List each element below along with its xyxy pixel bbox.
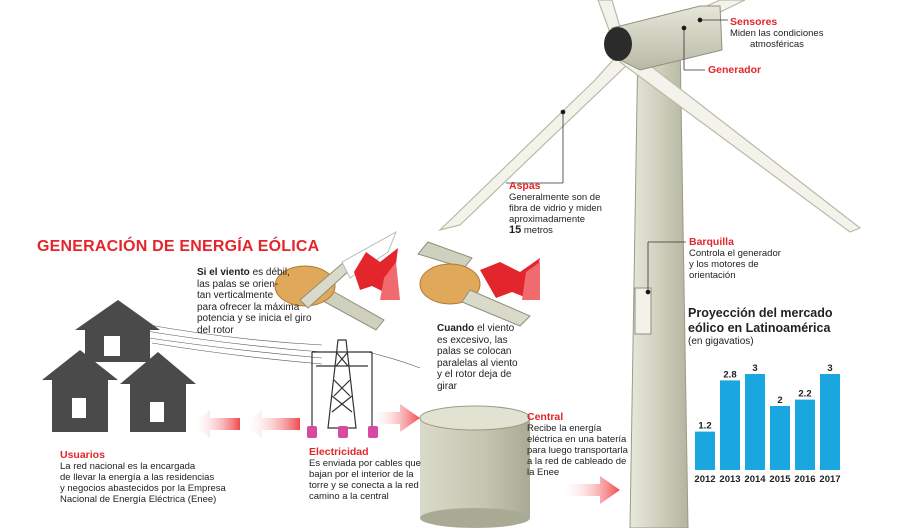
barquilla-text-2: y los motores de <box>689 259 759 270</box>
electricidad-l3: torre y se conecta a la red <box>309 480 419 491</box>
viento-debil-l6: del rotor <box>197 324 234 336</box>
bar-2013 <box>720 380 740 470</box>
central-l2: eléctrica en una batería <box>527 434 627 445</box>
bar-2014 <box>745 374 765 470</box>
label-usuarios: Usuarios La red nacional es la encargada… <box>60 449 260 505</box>
tick-label-2013: 2013 <box>719 474 740 485</box>
bar-2015 <box>770 406 790 470</box>
aspas-text-1: Generalmente son de <box>509 192 601 203</box>
label-sensores: Sensores Miden las condiciones atmosféri… <box>730 16 850 50</box>
turbine-nacelle <box>604 5 723 71</box>
viento-debil-l4: para ofrecer la máxima <box>197 301 300 313</box>
bar-value-label-2017: 3 <box>827 363 832 374</box>
label-central: Central Recibe la energía eléctrica en u… <box>527 411 647 478</box>
generador-heading: Generador <box>708 64 762 76</box>
chart-subtitle: (en gigavatios) <box>688 336 754 347</box>
tick-label-2016: 2016 <box>794 474 815 485</box>
viento-debil-l3: tan verticalmente <box>197 290 274 301</box>
usuarios-l4: Nacional de Energía Eléctrica (Enee) <box>60 494 217 505</box>
aspas-length-unit: metros <box>521 225 553 236</box>
bar-chart: 1.2 2012 2.8 2013 3 2014 2 2015 2.2 2016 3 2017 <box>694 363 840 485</box>
sensores-text-1: Miden las condiciones <box>730 28 824 39</box>
electricidad-l4: camino a la central <box>309 491 389 502</box>
central-l1: Recibe la energía <box>527 423 602 434</box>
power-lines <box>137 322 421 369</box>
blade-strong-wind <box>417 241 540 327</box>
tick-label-2014: 2014 <box>744 474 766 485</box>
viento-excesivo-l3: palas se colocan <box>437 346 512 357</box>
viento-excesivo-l6: girar <box>437 380 458 392</box>
usuarios-l2: de llevar la energía a las residencias <box>60 472 215 483</box>
electricidad-heading: Electricidad <box>309 446 369 458</box>
usuarios-l1: La red nacional es la encargada <box>60 461 196 472</box>
bar-2017 <box>820 374 840 470</box>
aspas-text-2: fibra de vidrio y miden <box>509 203 602 214</box>
label-barquilla: Barquilla Controla el generador y los mo… <box>689 236 799 281</box>
chart-header: Proyección del mercado eólico en Latinoa… <box>688 306 888 347</box>
usuarios-heading: Usuarios <box>60 449 105 461</box>
bar-value-label-2013: 2.8 <box>723 369 736 380</box>
barquilla-text-1: Controla el generador <box>689 248 781 259</box>
bar-2012 <box>695 431 715 470</box>
central-l3: para luego transportarla <box>527 445 628 456</box>
viento-debil-l1: es débil, <box>249 267 290 278</box>
bar-value-label-2014: 3 <box>752 363 757 374</box>
chart-title-2: eólico en Latinoamérica <box>688 321 831 335</box>
viento-excesivo-l5: y el rotor deja de <box>437 369 512 380</box>
chart-title-1: Proyección del mercado <box>688 306 833 320</box>
aspas-text-3: aproximadamente <box>509 214 586 225</box>
bar-value-label-2015: 2 <box>777 395 782 406</box>
label-aspas: Aspas Generalmente son de fibra de vidri… <box>509 180 619 236</box>
bar-value-label-2016: 2.2 <box>798 389 811 400</box>
tick-label-2012: 2012 <box>694 474 715 485</box>
sensores-text-2: atmosféricas <box>750 39 804 50</box>
central-cylinder <box>419 405 531 528</box>
viento-debil-l5: potencia y se inicia el giro <box>197 313 312 324</box>
tick-label-2017: 2017 <box>819 474 840 485</box>
central-heading: Central <box>527 411 564 423</box>
pylon-insulators <box>307 426 378 438</box>
viento-excesivo-l1: el viento <box>474 323 515 334</box>
barquilla-heading: Barquilla <box>689 236 734 248</box>
blade-weak-wind <box>274 230 400 331</box>
usuarios-l3: y negocios abastecidos por la Empresa <box>60 483 226 494</box>
bar-value-label-2012: 1.2 <box>698 421 711 432</box>
label-electricidad: Electricidad Es enviada por cables que b… <box>309 446 434 502</box>
label-viento-excesivo: Cuando el viento es excesivo, las palas … <box>437 323 537 392</box>
viento-excesivo-l2: es excesivo, las <box>437 334 508 346</box>
viento-debil-bold: Si el viento <box>197 267 250 278</box>
flow-arrows <box>192 404 620 504</box>
sensores-heading: Sensores <box>730 16 778 28</box>
label-viento-debil: Si el viento es débil, las palas se orie… <box>197 267 337 336</box>
barquilla-text-3: orientación <box>689 270 736 281</box>
electricidad-l1: Es enviada por cables que <box>309 458 421 469</box>
aspas-heading: Aspas <box>509 180 541 192</box>
central-l5: la Enee <box>527 467 560 478</box>
page-title: GENERACIÓN DE ENERGÍA EÓLICA <box>37 238 320 255</box>
viento-excesivo-l4: paralelas al viento <box>437 357 518 369</box>
viento-debil-l2: las palas se orien- <box>197 278 279 290</box>
electricity-pylon <box>311 339 373 429</box>
barquilla-box <box>634 287 652 335</box>
aspas-length-value: 15 <box>509 224 522 236</box>
bar-2016 <box>795 399 815 470</box>
electricidad-l2: bajan por el interior de la <box>309 469 414 480</box>
viento-excesivo-bold: Cuando <box>437 323 475 334</box>
houses <box>42 300 196 432</box>
tick-label-2015: 2015 <box>769 474 791 485</box>
central-l4: a la red de cableado de <box>527 456 627 467</box>
